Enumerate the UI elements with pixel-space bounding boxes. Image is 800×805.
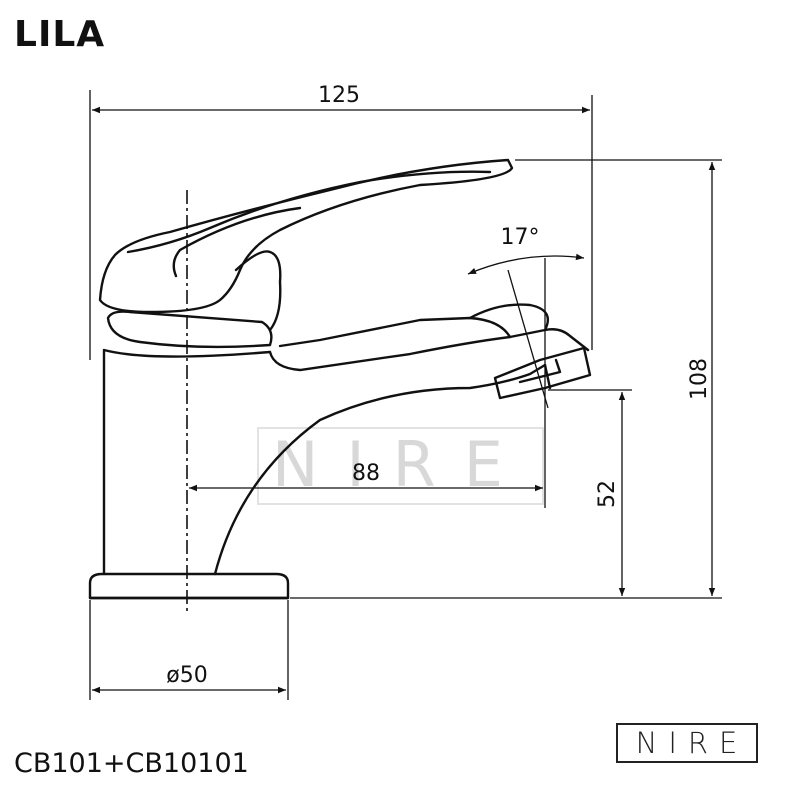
cartridge-cap <box>106 310 273 349</box>
faucet-outline <box>88 158 592 600</box>
body-column <box>102 348 272 576</box>
lever-handle <box>98 158 514 314</box>
brand-logo: NIRE <box>616 723 758 763</box>
aerator <box>493 346 592 400</box>
spout <box>213 363 547 576</box>
brand-text: NIRE <box>635 726 749 760</box>
watermark-text: NIRE <box>272 428 531 501</box>
dim-label-spout-angle: 17° <box>501 225 540 250</box>
base-plate <box>88 572 290 600</box>
dim-label-reach: 88 <box>352 461 380 486</box>
product-title: LILA <box>14 14 106 55</box>
dim-label-total-length: 125 <box>318 83 360 108</box>
dim-label-total-height: 108 <box>687 358 712 400</box>
dimension-lines <box>89 90 722 700</box>
dim-arc-angle <box>467 253 585 275</box>
product-code: CB101+CB10101 <box>14 748 249 779</box>
dim-label-base-diameter: ø50 <box>166 663 207 688</box>
dim-label-spout-height: 52 <box>595 480 620 508</box>
watermark: NIRE <box>257 427 544 505</box>
